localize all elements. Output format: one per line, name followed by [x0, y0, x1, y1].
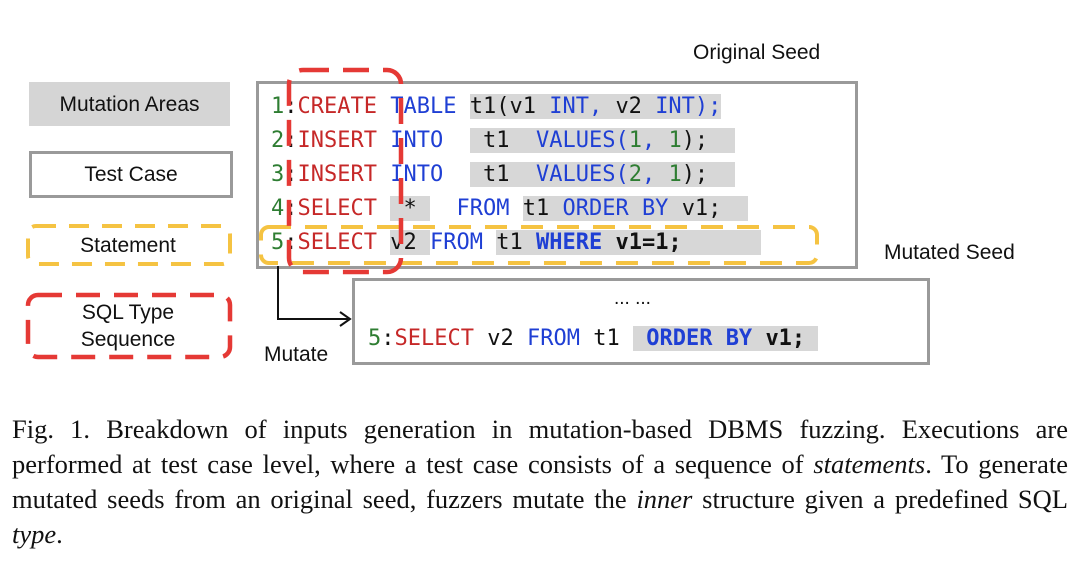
line-number: 5	[368, 326, 382, 351]
legend-mutation-areas: Mutation Areas	[29, 82, 230, 126]
caption-part4: .	[56, 519, 63, 549]
sql-type-highlight	[286, 67, 404, 275]
statement-highlight	[259, 225, 819, 265]
line-number: 3	[271, 162, 285, 187]
line-number: 2	[271, 128, 285, 153]
sql-type: INSERT	[297, 162, 377, 187]
sql-type: SELECT	[394, 326, 474, 351]
caption-part1: Fig. 1. Breakdown of inputs generation i…	[12, 414, 1068, 479]
legend-mutation-areas-label: Mutation Areas	[59, 92, 200, 116]
code-line-3: 3:INSERT INTO t1 VALUES(2, 1);	[271, 158, 735, 192]
legend-statement-label: Statement	[80, 233, 176, 257]
line-number: 4	[271, 196, 285, 221]
code-line-5: 5:SELECT v2 FROM t1 WHERE v1=1;	[271, 226, 762, 260]
caption-italic2: inner	[636, 484, 693, 514]
mutate-arrow	[277, 266, 352, 327]
sql-type: SELECT	[297, 196, 377, 221]
line-number: 1	[271, 94, 285, 119]
legend-test-case: Test Case	[29, 151, 233, 198]
legend-statement-dash	[26, 224, 232, 266]
legend-sql-type-line2: Sequence	[80, 328, 176, 351]
code-line-4: 4:SELECT * FROM t1 ORDER BY v1;	[271, 192, 748, 226]
code-line-2: 2:INSERT INTO t1 VALUES(1, 1);	[271, 124, 735, 158]
ellipsis: ... ...	[614, 288, 651, 309]
legend-statement: Statement	[29, 227, 227, 263]
figure-caption: Fig. 1. Breakdown of inputs generation i…	[12, 412, 1068, 552]
caption-italic1: statements	[813, 449, 926, 479]
caption-italic3: type	[12, 519, 57, 549]
legend-sql-type-dash	[25, 292, 233, 360]
sql-type: CREATE	[297, 94, 377, 119]
original-seed-label: Original Seed	[693, 41, 821, 64]
original-seed-box	[256, 81, 858, 269]
line-number: 5	[271, 230, 285, 255]
legend-sql-type-sequence: SQL Type Sequence	[29, 295, 227, 357]
mutate-label: Mutate	[264, 343, 329, 366]
legend-test-case-label: Test Case	[84, 163, 178, 186]
sql-type: SELECT	[297, 230, 377, 255]
mutated-seed-label: Mutated Seed	[884, 241, 1015, 264]
mutated-code-line: 5:SELECT v2 FROM t1 ORDER BY v1;	[368, 322, 819, 356]
caption-part3: structure given a predefined SQL	[692, 484, 1068, 514]
sql-type: INSERT	[297, 128, 377, 153]
caption-part2: . To generate mutated seeds from an orig…	[12, 449, 1069, 514]
legend-sql-type-line1: SQL Type	[81, 301, 175, 324]
mutated-seed-box	[352, 278, 930, 365]
